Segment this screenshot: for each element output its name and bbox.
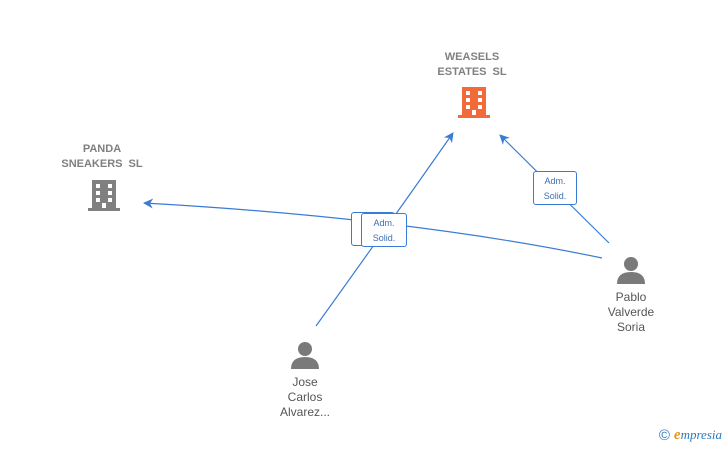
copyright-icon: ©	[658, 427, 670, 444]
edge-role-text: Solid.	[372, 233, 396, 243]
edge-role-text: Solid.	[543, 191, 567, 201]
person-label-jose[interactable]: Jose Carlos Alvarez...	[279, 375, 330, 419]
brand-watermark: © empresia	[659, 427, 722, 444]
brand-name: mpresia	[680, 427, 722, 442]
person-icon[interactable]	[291, 342, 319, 369]
edge-label-pablo-weasels[interactable]: Adm. Solid.	[533, 171, 577, 205]
edge-label-jose-weasels[interactable]: Adm. Solid.	[361, 213, 407, 247]
building-icon[interactable]	[458, 87, 490, 118]
brand-initial: e	[673, 427, 681, 443]
company-label-weasels[interactable]: WEASELS ESTATES SL	[437, 51, 507, 78]
person-icon[interactable]	[617, 257, 645, 284]
edge-role-text: Adm.	[544, 176, 566, 186]
building-icon[interactable]	[88, 180, 120, 211]
edge-role-text: Adm.	[373, 218, 395, 228]
company-label-panda[interactable]: PANDA SNEAKERS SL	[61, 143, 143, 170]
brand-logo: empresia	[674, 427, 722, 444]
person-label-pablo[interactable]: Pablo Valverde Soria	[607, 290, 655, 334]
